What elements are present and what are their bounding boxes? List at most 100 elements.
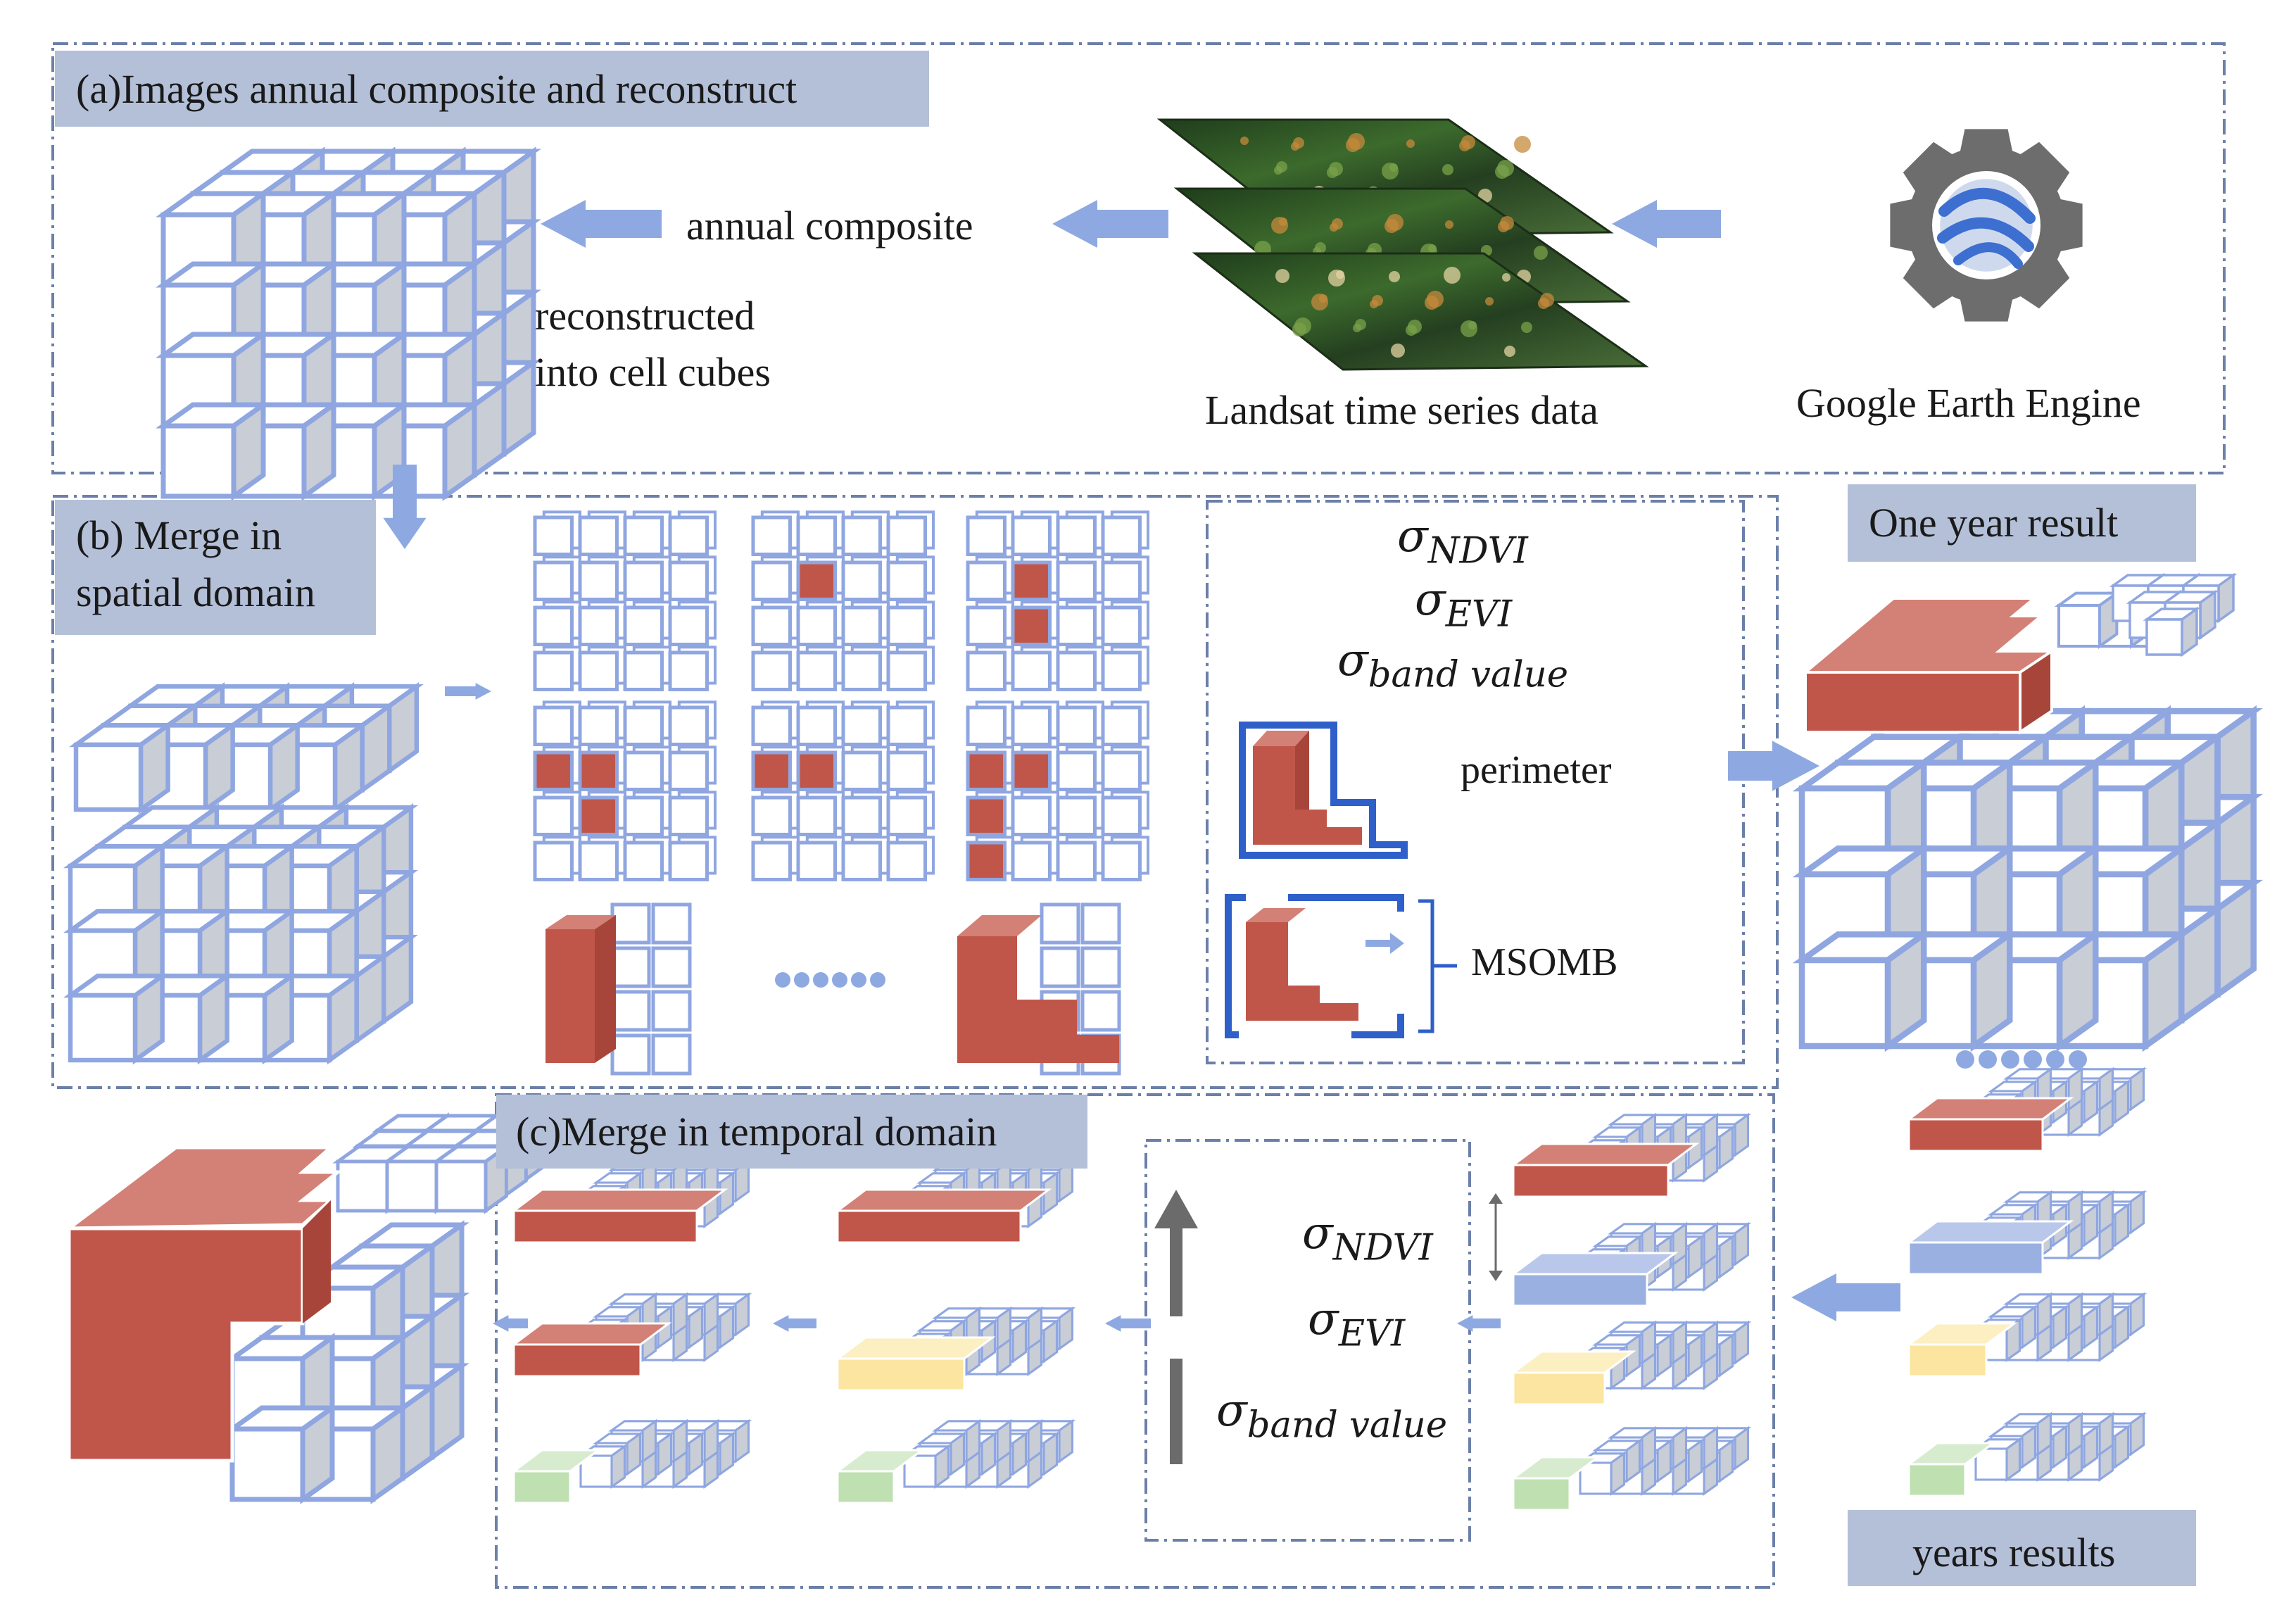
panel-c-title-text: (c)Merge in temporal domain <box>516 1109 997 1154</box>
landsat-label: Landsat time series data <box>1205 387 1598 433</box>
bracket-arrow-up <box>1489 1193 1503 1204</box>
flow-arrows <box>383 200 1900 1464</box>
merge-grid-4 <box>533 700 717 881</box>
landsat-texture <box>1328 270 1345 287</box>
sigma-ndvi-label-c: σNDVI <box>1302 1207 1433 1269</box>
b-top-slab <box>68 681 424 814</box>
c-col2-red <box>834 1158 1076 1244</box>
c-col1-red2 <box>510 1292 752 1378</box>
merge-grid-3 <box>966 510 1150 691</box>
landsat-texture <box>1384 219 1399 233</box>
landsat-texture <box>1538 298 1549 309</box>
landsat-texture <box>1275 269 1289 283</box>
arrow-c-metrics <box>1457 1315 1501 1332</box>
merge-grid-7 <box>545 902 692 1076</box>
reconstructed-cube-block <box>156 146 541 501</box>
sigma-ndvi-label-b: σNDVI <box>1397 510 1528 572</box>
gee-label: Google Earth Engine <box>1796 380 2141 426</box>
landsat-texture <box>1442 164 1453 175</box>
sigma-evi-label-c: σEVI <box>1308 1293 1406 1355</box>
landsat-texture <box>1311 294 1328 310</box>
arrow-gee-to-landsat <box>1612 200 1721 248</box>
landsat-texture <box>1240 137 1249 145</box>
landsat-texture <box>1459 140 1470 151</box>
sigma-band-label-c: σband value <box>1216 1385 1448 1447</box>
arrow-c-final <box>493 1315 528 1332</box>
perimeter-icon <box>1239 722 1408 859</box>
landsat-texture <box>1353 324 1361 332</box>
c-col1-green <box>510 1418 752 1504</box>
panel-a-frame <box>51 42 2226 474</box>
c-col2-yellow <box>834 1306 1076 1392</box>
one-year-result-title: One year result <box>1848 484 2196 562</box>
landsat-texture <box>1271 217 1288 234</box>
landsat-texture <box>1274 166 1282 175</box>
one-year-result-block <box>1792 705 2264 1052</box>
landsat-texture <box>1444 267 1461 284</box>
arrow-c-left <box>773 1315 816 1332</box>
msomb-label: MSOMB <box>1471 940 1618 984</box>
panel-c-metrics-frame <box>1144 1139 1471 1542</box>
dark-up-arrow <box>1154 1190 1198 1464</box>
years-result-blue <box>1905 1190 2147 1276</box>
panel-a-title: (a)Images annual composite and reconstru… <box>55 51 929 127</box>
merge-grid-5 <box>751 700 935 881</box>
cell-cube-groups <box>63 146 2264 1511</box>
sigma-evi-label-b: σEVI <box>1415 574 1513 636</box>
panel-c-frame <box>495 1093 1775 1589</box>
landsat-texture <box>1514 136 1531 153</box>
landsat-texture <box>1495 165 1509 179</box>
c-stack-red <box>1510 1112 1752 1198</box>
diagram-extras <box>775 118 2087 1281</box>
arrow-landsat-to-composite <box>1052 200 1168 248</box>
b-main-block <box>63 802 418 1065</box>
c-stack-blue <box>1510 1221 1752 1307</box>
years-result-yellow <box>1905 1292 2147 1378</box>
google-earth-engine-logo-icon <box>1890 129 2083 322</box>
panel-b-frame <box>51 495 1779 1089</box>
landsat-texture <box>1382 163 1399 180</box>
landsat-texture <box>1498 221 1509 232</box>
msomb-icon <box>1225 894 1457 1038</box>
reconstructed-label-line1: reconstructed <box>535 293 755 339</box>
landsat-texture <box>1292 322 1306 336</box>
merge-grid-1 <box>533 510 717 691</box>
landsat-texture <box>1291 142 1299 151</box>
landsat-texture <box>1389 271 1400 282</box>
c-stack-green <box>1510 1425 1752 1511</box>
arrow-years-to-c <box>1791 1273 1900 1321</box>
landsat-texture <box>1504 346 1515 357</box>
reconstructed-label-line2: into cell cubes <box>535 349 771 395</box>
panel-b-metrics-frame <box>1206 500 1745 1064</box>
landsat-image-stack <box>1156 118 1649 371</box>
sigma-band-label-b: σband value <box>1337 634 1569 696</box>
merge-grid-6 <box>966 700 1150 881</box>
landsat-texture <box>1425 296 1439 310</box>
years-results-title: years results <box>1848 1510 2196 1586</box>
arrow-c-mid <box>1105 1315 1151 1332</box>
annual-composite-label: annual composite <box>686 203 973 248</box>
arrow-composite-to-cubes <box>541 200 662 248</box>
panel-frames <box>51 42 2226 1589</box>
landsat-texture <box>1391 344 1405 358</box>
landsat-texture <box>1370 300 1378 308</box>
panel-b-title-line1: (b) Merge in <box>76 512 282 558</box>
landsat-texture <box>1534 246 1548 260</box>
landsat-texture <box>1461 320 1477 337</box>
merge-grid-8 <box>957 902 1121 1076</box>
landsat-texture <box>1346 138 1360 152</box>
merge-grid-2 <box>751 510 935 691</box>
years-results-text: years results <box>1912 1530 2116 1575</box>
ellipsis-dots-right <box>1956 1050 2087 1069</box>
c-col2-green <box>834 1418 1076 1504</box>
landsat-texture <box>1445 220 1453 229</box>
one-year-top-slab <box>1801 572 2238 735</box>
bracket-arrow-down <box>1489 1271 1503 1281</box>
panel-b-title-line2: spatial domain <box>76 569 315 615</box>
ellipsis-dots-b <box>775 972 885 988</box>
c-stack-yellow <box>1510 1320 1752 1406</box>
panel-a-title-text: (a)Images annual composite and reconstru… <box>76 66 797 112</box>
one-year-result-text: One year result <box>1869 500 2119 546</box>
